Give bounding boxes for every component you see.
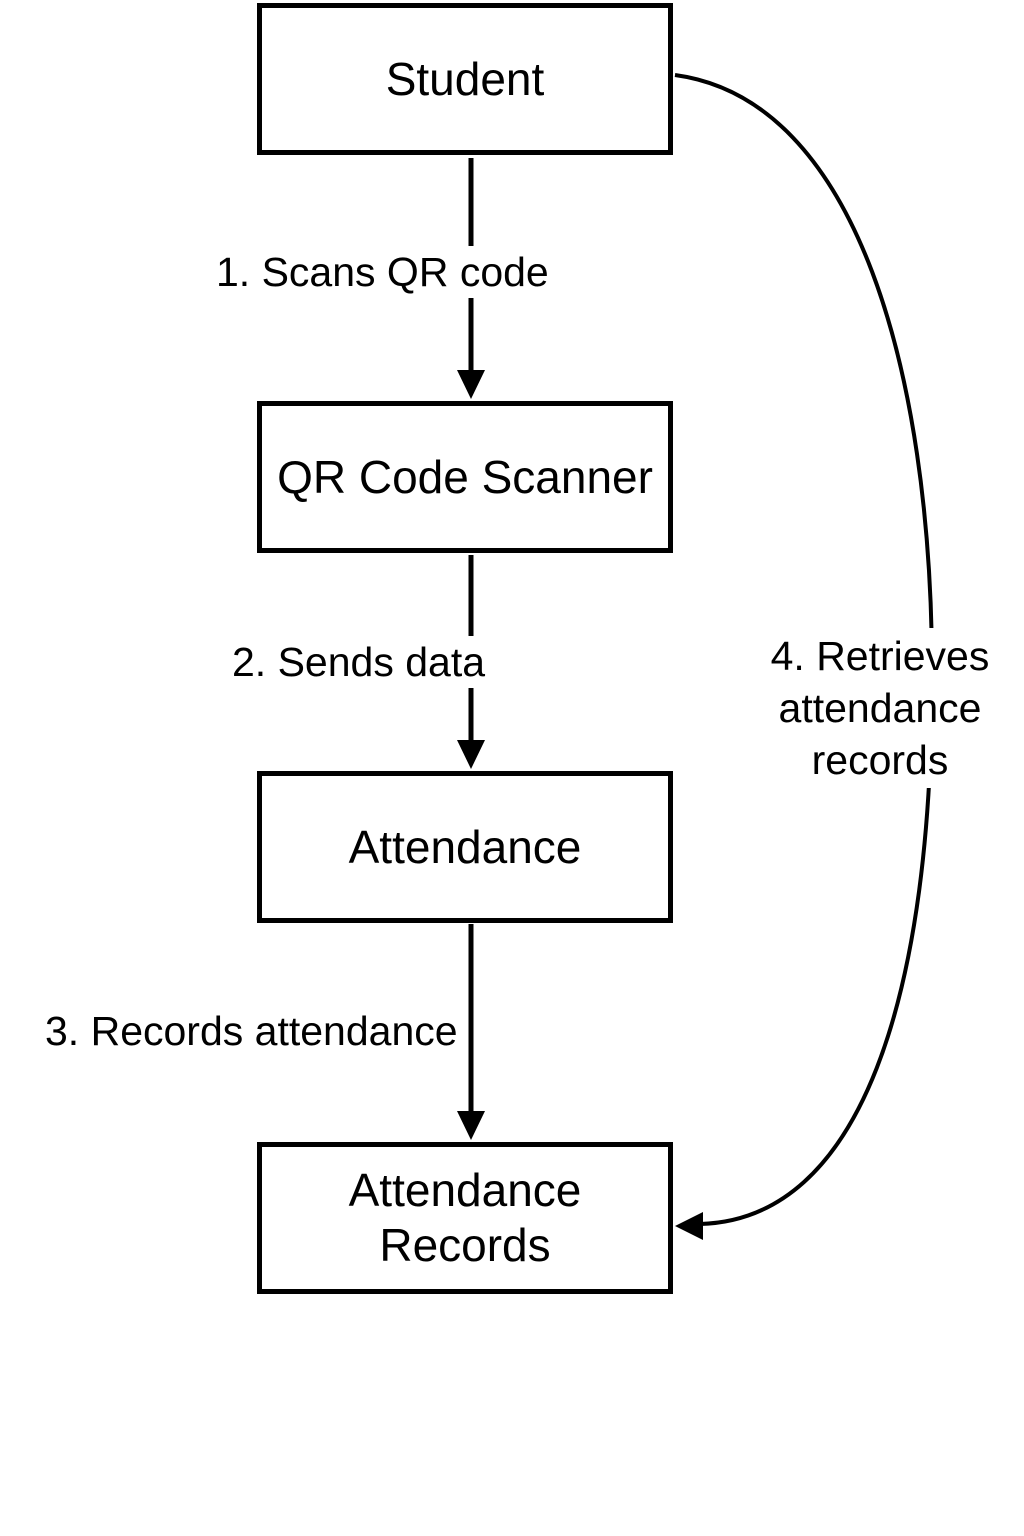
- arrowhead-attendance: [457, 740, 485, 769]
- attendance-records-node-label: Attendance Records: [348, 1164, 582, 1271]
- edge-label-scans-qr-code: 1. Scans QR code: [212, 246, 553, 298]
- student-node-label: Student: [385, 52, 545, 105]
- attendance-node-label: Attendance: [348, 820, 582, 873]
- student-node: Student: [257, 3, 673, 155]
- attendance-node: Attendance: [257, 771, 673, 923]
- arrowhead-records-curve: [675, 1212, 703, 1240]
- qr-scanner-node-label: QR Code Scanner: [277, 450, 653, 503]
- edge-label-retrieves-records: 4. Retrieves attendance records: [752, 628, 1008, 788]
- attendance-records-node: Attendance Records: [257, 1142, 673, 1294]
- arrowhead-records: [457, 1111, 485, 1140]
- edge-label-sends-data: 2. Sends data: [228, 636, 490, 688]
- edge-label-records-attendance: 3. Records attendance: [41, 1005, 462, 1057]
- arrowhead-scanner: [457, 370, 485, 399]
- qr-scanner-node: QR Code Scanner: [257, 401, 673, 553]
